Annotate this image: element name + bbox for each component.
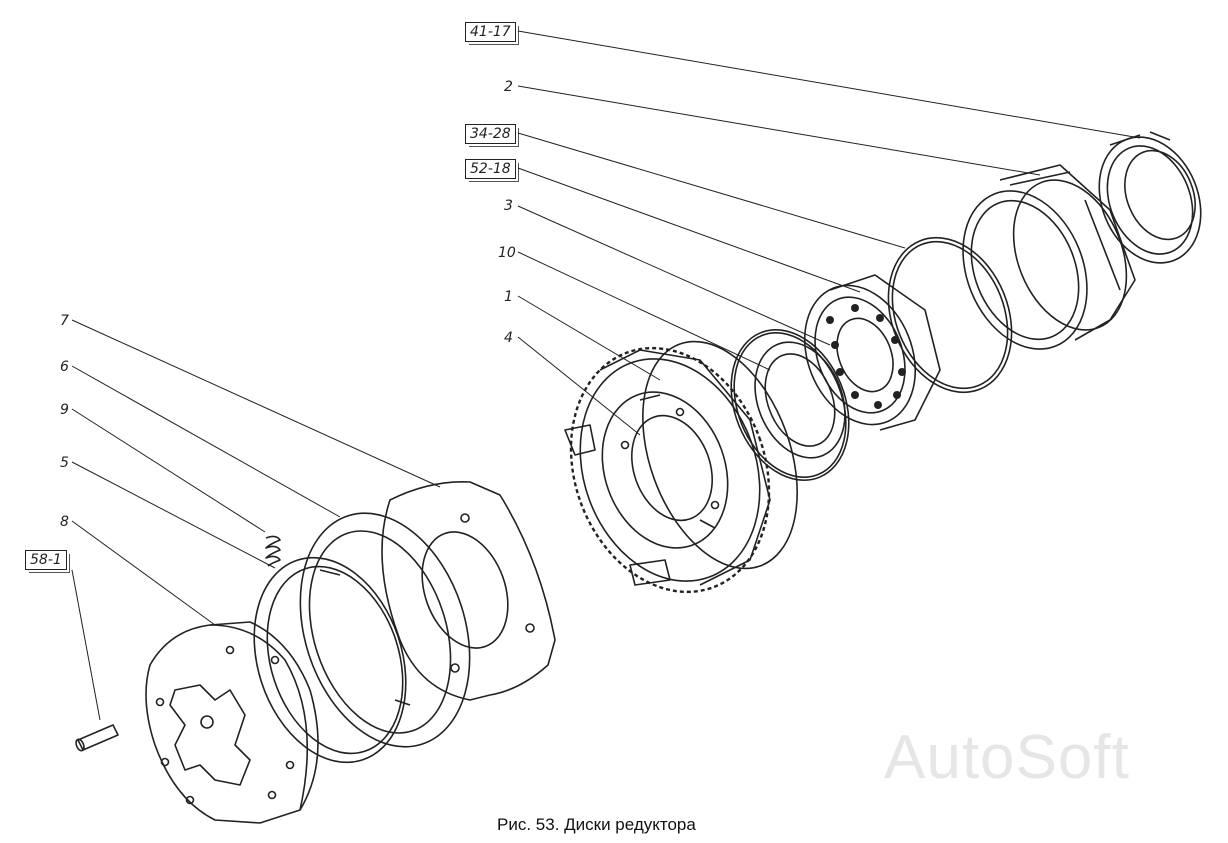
housing-8 xyxy=(145,621,319,824)
callout-2: 2 xyxy=(504,79,513,95)
callout-34-28: 34-28 xyxy=(465,124,519,147)
callout-3: 3 xyxy=(504,198,513,214)
watermark: AutoSoft xyxy=(884,723,1130,792)
callout-7: 7 xyxy=(60,313,69,329)
flanged-disc-7 xyxy=(381,481,556,701)
washer-3 xyxy=(754,341,846,459)
seal-ring-41-17 xyxy=(1098,131,1202,264)
callout-8: 8 xyxy=(60,514,69,530)
hub-4 xyxy=(564,391,729,586)
leader-lines xyxy=(71,30,1141,721)
callout-52-18: 52-18 xyxy=(465,159,519,182)
figure-caption: Рис. 53. Диски редуктора xyxy=(497,815,696,834)
outer-cup-2 xyxy=(962,164,1136,350)
ring-5 xyxy=(253,556,411,764)
disc-6 xyxy=(299,512,471,748)
callout-58-1: 58-1 xyxy=(25,550,70,573)
ring-10 xyxy=(730,329,850,481)
callout-5: 5 xyxy=(60,455,69,471)
callout-6: 6 xyxy=(60,359,69,375)
callout-10: 10 xyxy=(498,245,516,261)
spring-9 xyxy=(265,535,281,567)
callout-9: 9 xyxy=(60,402,69,418)
callout-4: 4 xyxy=(504,330,513,346)
gear-1 xyxy=(569,340,798,594)
o-ring-34-28 xyxy=(887,236,1013,394)
ball-bearing-52-18 xyxy=(803,274,941,431)
pin-58-1 xyxy=(75,724,119,752)
callout-41-17: 41-17 xyxy=(465,22,519,45)
callout-1: 1 xyxy=(504,289,513,305)
